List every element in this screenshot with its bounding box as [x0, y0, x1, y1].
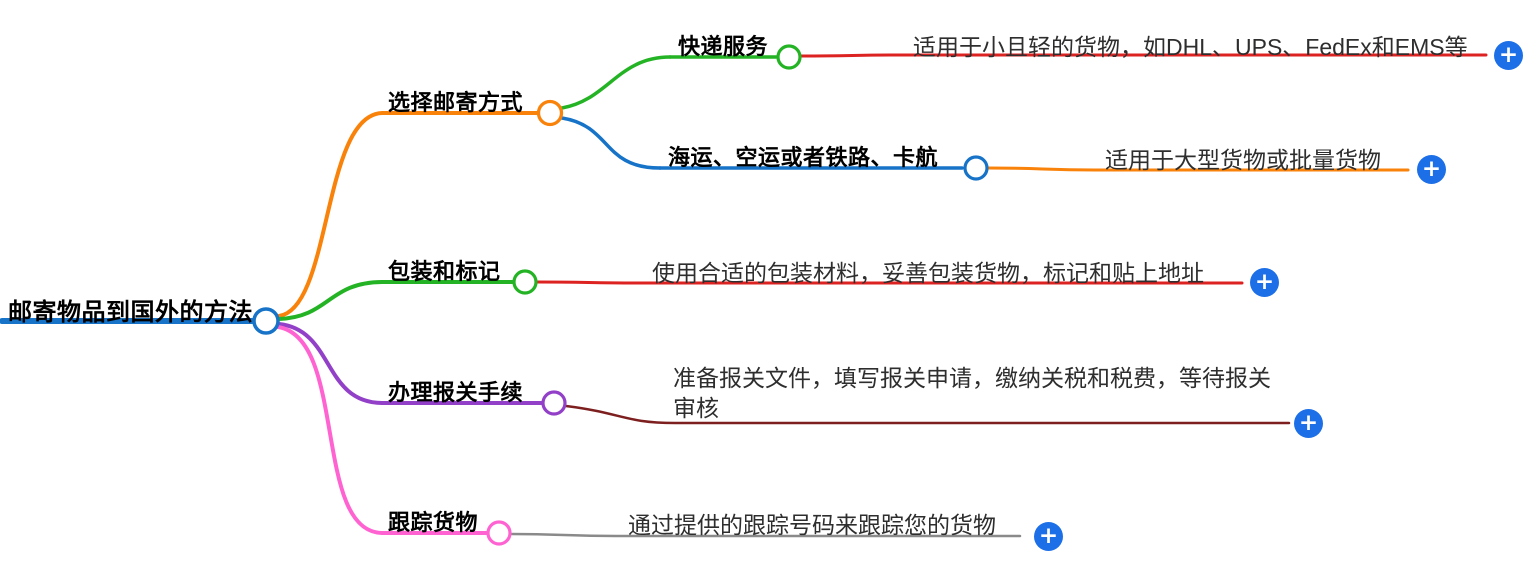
- edge-branch-1-to-desc: [535, 280, 1244, 285]
- edge-branch-2-to-desc: [564, 404, 1291, 425]
- branch-3-node-handle[interactable]: [486, 520, 512, 546]
- root-node-handle[interactable]: [252, 307, 280, 335]
- add-child-button-branch-1[interactable]: +: [1250, 268, 1279, 297]
- branch-1-desc[interactable]: 使用合适的包装材料，妥善包装货物，标记和贴上地址: [652, 260, 1204, 286]
- edge-branch-3-to-desc: [509, 532, 1022, 538]
- edge-root-to-branch-3: [276, 325, 385, 535]
- edge-root-to-branch-1: [277, 280, 385, 321]
- child-0-label[interactable]: 快递服务: [678, 34, 769, 59]
- branch-1-node-handle[interactable]: [512, 269, 538, 295]
- branch-0-node-handle[interactable]: [536, 99, 564, 127]
- edge-branch-0-to-child-0: [560, 55, 672, 110]
- add-child-button-branch-2[interactable]: +: [1294, 409, 1323, 438]
- add-child-button-branch-3[interactable]: +: [1034, 522, 1063, 551]
- edge-child-1-to-desc: [986, 166, 1410, 172]
- branch-3-label[interactable]: 跟踪货物: [388, 510, 479, 535]
- root-node-label[interactable]: 邮寄物品到国外的方法: [8, 299, 253, 326]
- edge-root-to-branch-0: [277, 111, 385, 318]
- child-0-node-handle[interactable]: [776, 44, 802, 70]
- branch-2-node-handle[interactable]: [541, 390, 567, 416]
- child-1-node-handle[interactable]: [963, 155, 989, 181]
- edge-branch-0-to-child-1: [560, 116, 662, 170]
- branch-3-desc[interactable]: 通过提供的跟踪号码来跟踪您的货物: [628, 512, 996, 538]
- branch-0-label[interactable]: 选择邮寄方式: [388, 90, 524, 115]
- child-1-label[interactable]: 海运、空运或者铁路、卡航: [668, 145, 939, 170]
- child-0-desc[interactable]: 适用于小且轻的货物，如DHL、UPS、FedEx和EMS等: [913, 34, 1468, 60]
- add-child-button-child-1[interactable]: +: [1417, 155, 1446, 184]
- add-child-button-child-0[interactable]: +: [1494, 41, 1523, 70]
- branch-2-label[interactable]: 办理报关手续: [388, 380, 524, 405]
- edge-root-to-branch-2: [277, 322, 385, 405]
- edge-child-0-to-desc: [799, 53, 1488, 58]
- child-1-desc[interactable]: 适用于大型货物或批量货物: [1105, 147, 1381, 173]
- branch-2-desc[interactable]: 准备报关文件，填写报关申请，缴纳关税和税费，等待报关审核: [673, 365, 1271, 421]
- branch-1-label[interactable]: 包装和标记: [388, 259, 501, 284]
